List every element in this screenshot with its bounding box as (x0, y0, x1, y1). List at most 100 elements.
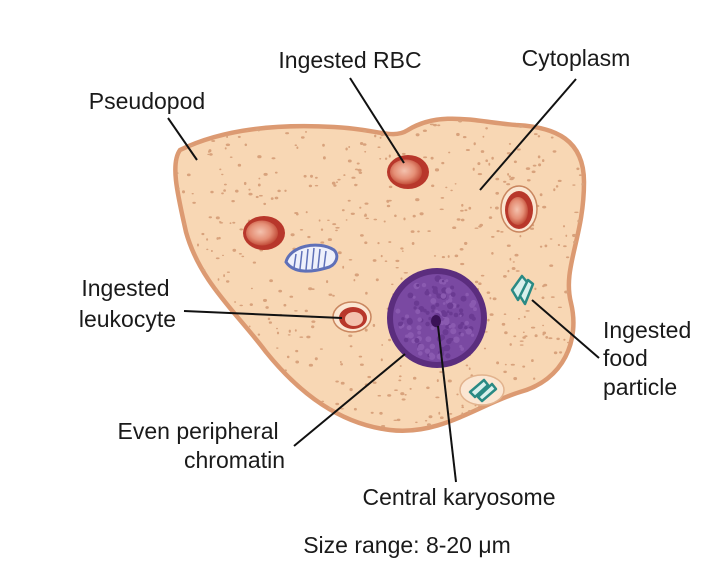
cytoplasm-granule (447, 379, 452, 383)
cytoplasm-granule (284, 189, 287, 193)
cytoplasm-granule (314, 184, 319, 187)
leader-peripheral-chromatin (293, 353, 406, 447)
cytoplasm-granule (226, 410, 230, 414)
cytoplasm-granule (579, 387, 583, 391)
cytoplasm-granule (206, 248, 209, 251)
cytoplasm-granule (512, 261, 515, 263)
cytoplasm-granule (398, 375, 402, 378)
cytoplasm-granule (274, 171, 278, 174)
leader-ingested-leukocyte (183, 310, 343, 319)
cytoplasm-granule (359, 206, 362, 209)
cytoplasm-granule (387, 199, 392, 202)
cytoplasm-granule (565, 234, 568, 237)
cytoplasm-granule (321, 427, 326, 431)
cytoplasm-granule (364, 241, 368, 245)
cytoplasm-granule (495, 177, 500, 181)
chromatin-speck (459, 344, 463, 349)
cytoplasm-granule (175, 352, 177, 354)
cytoplasm-granule (336, 181, 338, 184)
cytoplasm-granule (496, 361, 500, 365)
cytoplasm-granule (401, 398, 406, 401)
chromatin-speck (417, 317, 422, 322)
cytoplasm-granule (235, 321, 238, 325)
ingested-food-particle-right (510, 274, 535, 306)
chromatin-speck (403, 337, 409, 343)
cytoplasm-granule (491, 156, 494, 160)
cytoplasm-granule (305, 130, 307, 133)
cytoplasm-granule (367, 375, 372, 379)
cytoplasm-granule (531, 170, 536, 174)
cytoplasm-granule (515, 270, 520, 272)
cytoplasm-granule (196, 132, 199, 136)
cytoplasm-granule (542, 333, 545, 336)
cytoplasm-granule (409, 387, 412, 390)
cytoplasm-granule (189, 331, 195, 334)
cytoplasm-granule (403, 272, 408, 274)
chromatin-speck (464, 320, 470, 326)
leader-lines (167, 77, 600, 483)
cytoplasm-granule (461, 203, 464, 207)
cytoplasm-granule (294, 211, 299, 215)
cytoplasm-granule (508, 407, 511, 410)
cytoplasm-granule (456, 393, 459, 396)
cytoplasm-granule (456, 218, 461, 221)
cytoplasm-granule (265, 306, 269, 309)
cytoplasm-granule (401, 152, 406, 155)
cytoplasm-granule (187, 298, 191, 301)
cytoplasm-granule (321, 400, 325, 403)
label-ingested-food-particle: Ingested food particle (603, 317, 698, 400)
cytoplasm-granule (219, 222, 224, 224)
cytoplasm-granule (503, 180, 507, 183)
cytoplasm-granule (460, 209, 464, 212)
cytoplasm-granule (197, 348, 200, 351)
cytoplasm-granule (500, 231, 504, 233)
cytoplasm-granule (349, 388, 353, 392)
chromatin-speck (415, 309, 421, 315)
cytoplasm-granule (522, 336, 526, 339)
cytoplasm-granule (215, 348, 220, 351)
cytoplasm-granule (346, 424, 351, 428)
cytoplasm-granule (364, 202, 369, 205)
chromatin-speck (446, 302, 454, 310)
cytoplasm-granule (474, 227, 479, 229)
chromatin-speck (446, 344, 450, 348)
cytoplasm-granule (464, 209, 468, 212)
cytoplasm-granule (509, 428, 512, 431)
cytoplasm-granule (461, 406, 465, 409)
chromatin-speck (460, 321, 465, 326)
cytoplasm-granule (485, 127, 488, 130)
cytoplasm-granule (493, 419, 497, 422)
chromatin-speck (425, 336, 432, 343)
cytoplasm-granule (267, 317, 271, 321)
cytoplasm-granule (196, 358, 200, 362)
cytoplasm-granule (290, 233, 295, 237)
cytoplasm-granule (558, 435, 561, 437)
chromatin-speck (404, 314, 410, 319)
central-karyosome-dot (431, 315, 441, 327)
cytoplasm-granule (222, 315, 225, 317)
cytoplasm-granule (357, 168, 362, 172)
cytoplasm-granule (412, 214, 416, 218)
cytoplasm-granule (252, 261, 257, 264)
cytoplasm-granule (379, 411, 383, 415)
cytoplasm-granule (532, 164, 537, 167)
cytoplasm-granule (562, 423, 568, 426)
cytoplasm-granule (555, 118, 559, 122)
cytoplasm-granule (183, 130, 187, 134)
cytoplasm-granule (524, 403, 528, 406)
cytoplasm-granule (232, 221, 236, 224)
ingested-rbc-right (500, 185, 538, 233)
cytoplasm-granule (204, 119, 209, 122)
cytoplasm-granule (557, 243, 561, 247)
cytoplasm-granule (241, 255, 245, 258)
cytoplasm-granule (372, 381, 377, 384)
chromatin-speck (453, 312, 459, 318)
cytoplasm-granule (582, 374, 585, 377)
cytoplasm-granule (586, 253, 590, 256)
cytoplasm-granule (207, 153, 210, 156)
cytoplasm-granule (461, 412, 464, 416)
leader-cytoplasm (479, 78, 577, 191)
cytoplasm-granule (375, 278, 379, 282)
cytoplasm-granule (585, 365, 588, 366)
chromatin-speck (416, 283, 420, 287)
